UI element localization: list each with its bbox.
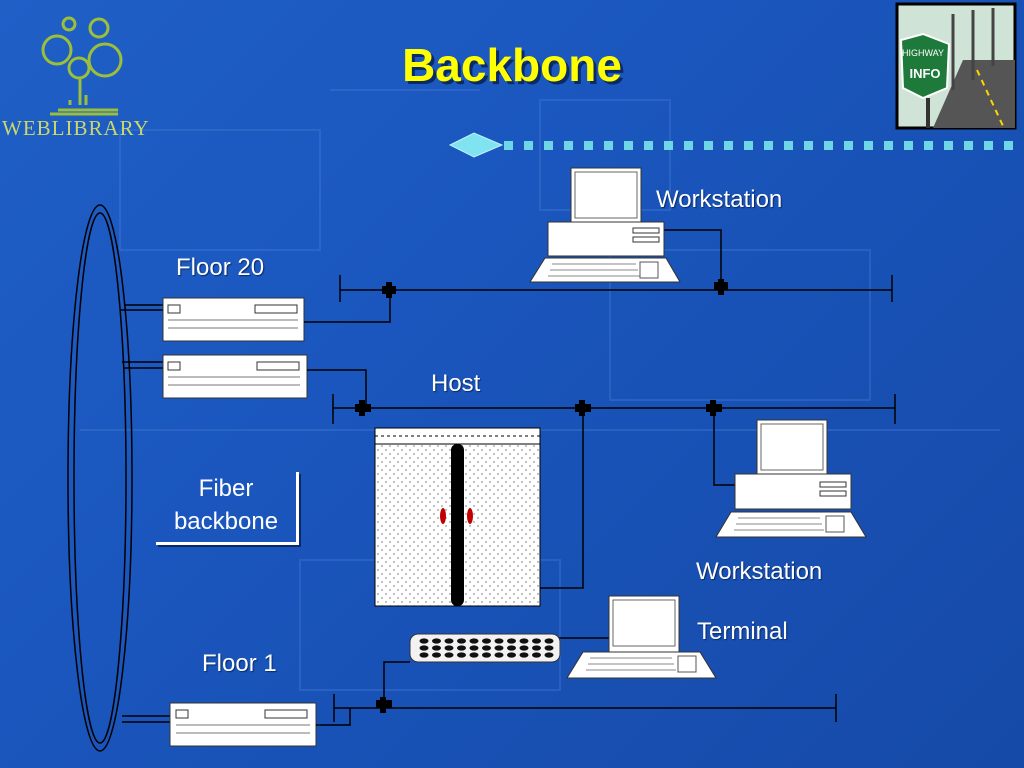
- router-floor20-b: [162, 354, 308, 399]
- label-host: Host: [431, 370, 481, 397]
- port-hole: [419, 638, 429, 644]
- workstation-right-icon: [715, 419, 867, 538]
- dot-mark: [824, 141, 833, 150]
- port-hole: [444, 645, 454, 651]
- port-hole: [419, 645, 429, 651]
- port-hole: [519, 638, 529, 644]
- port-hole: [507, 638, 516, 644]
- port-hole: [419, 652, 429, 658]
- port-hole: [482, 652, 491, 658]
- dot-mark: [944, 141, 953, 150]
- tap-connectors: [355, 279, 728, 713]
- port-hole: [494, 645, 504, 651]
- dot-mark: [744, 141, 753, 150]
- port-hole: [469, 652, 479, 658]
- dot-mark: [784, 141, 793, 150]
- port-hole: [507, 652, 516, 658]
- port-hole: [544, 638, 554, 644]
- port-hole: [532, 638, 541, 644]
- logo-text: WEBLIBRARY: [2, 116, 150, 140]
- highway-sign-text: INFO: [909, 66, 940, 81]
- dot-mark: [544, 141, 553, 150]
- dot-mark: [524, 141, 533, 150]
- label-workstation-right: Workstation: [696, 558, 823, 585]
- port-hole: [544, 652, 554, 658]
- workstation-top-icon: [529, 167, 681, 283]
- label-terminal: Terminal: [697, 618, 788, 645]
- dot-mark: [924, 141, 933, 150]
- port-hole: [469, 645, 479, 651]
- terminal-icon: [566, 595, 717, 679]
- dot-mark: [584, 141, 593, 150]
- lan-floor20: [304, 229, 893, 323]
- dot-mark: [904, 141, 913, 150]
- port-hole: [519, 645, 529, 651]
- port-hole: [457, 652, 466, 658]
- fiber-backbone-ring: [67, 204, 133, 752]
- dot-mark: [964, 141, 973, 150]
- title-underline: [448, 132, 1013, 158]
- lan-host: [307, 369, 896, 589]
- port-hole: [532, 652, 541, 658]
- highway-info-image: HIGHWAY INFO: [895, 2, 1017, 130]
- lan-floor1: [316, 637, 837, 726]
- port-hole: [432, 652, 441, 658]
- port-hole: [482, 645, 491, 651]
- diamond-icon: [448, 132, 504, 158]
- dot-mark: [984, 141, 993, 150]
- dot-mark: [704, 141, 713, 150]
- port-hole: [507, 645, 516, 651]
- port-hole: [444, 638, 454, 644]
- host-mainframe-icon: [374, 427, 541, 607]
- dot-mark: [564, 141, 573, 150]
- label-floor-20: Floor 20: [176, 254, 265, 281]
- port-hole: [494, 638, 504, 644]
- dot-mark: [864, 141, 873, 150]
- port-hole: [457, 638, 466, 644]
- label-workstation-top: Workstation: [656, 186, 783, 213]
- port-hole: [457, 645, 466, 651]
- label-fiber-backbone: Fiber backbone: [156, 472, 299, 545]
- dot-mark: [844, 141, 853, 150]
- fiber-backbone-line2: backbone: [173, 508, 279, 535]
- highway-sign-top: HIGHWAY: [902, 48, 944, 58]
- slide-title: Backbone: [402, 39, 622, 91]
- port-hole: [494, 652, 504, 658]
- dot-mark: [664, 141, 673, 150]
- port-hole: [532, 645, 541, 651]
- port-hole: [444, 652, 454, 658]
- port-hole: [432, 645, 441, 651]
- port-hole: [482, 638, 491, 644]
- dot-mark: [624, 141, 633, 150]
- port-hole: [432, 638, 441, 644]
- port-hole: [544, 645, 554, 651]
- fiber-backbone-line1: Fiber: [198, 475, 254, 502]
- label-floor-1: Floor 1: [202, 650, 277, 677]
- dot-mark: [684, 141, 693, 150]
- dot-mark: [1004, 141, 1013, 150]
- dot-mark: [504, 141, 513, 150]
- dot-mark: [644, 141, 653, 150]
- router-floor20-a: [162, 297, 305, 342]
- terminal-controller-icon: [409, 633, 561, 663]
- dot-mark: [724, 141, 733, 150]
- weblibrary-logo-icon: [41, 16, 123, 116]
- port-hole: [469, 638, 479, 644]
- dot-mark: [804, 141, 813, 150]
- dot-mark: [604, 141, 613, 150]
- router-floor1: [169, 702, 317, 747]
- dot-mark: [884, 141, 893, 150]
- port-hole: [519, 652, 529, 658]
- dot-mark: [764, 141, 773, 150]
